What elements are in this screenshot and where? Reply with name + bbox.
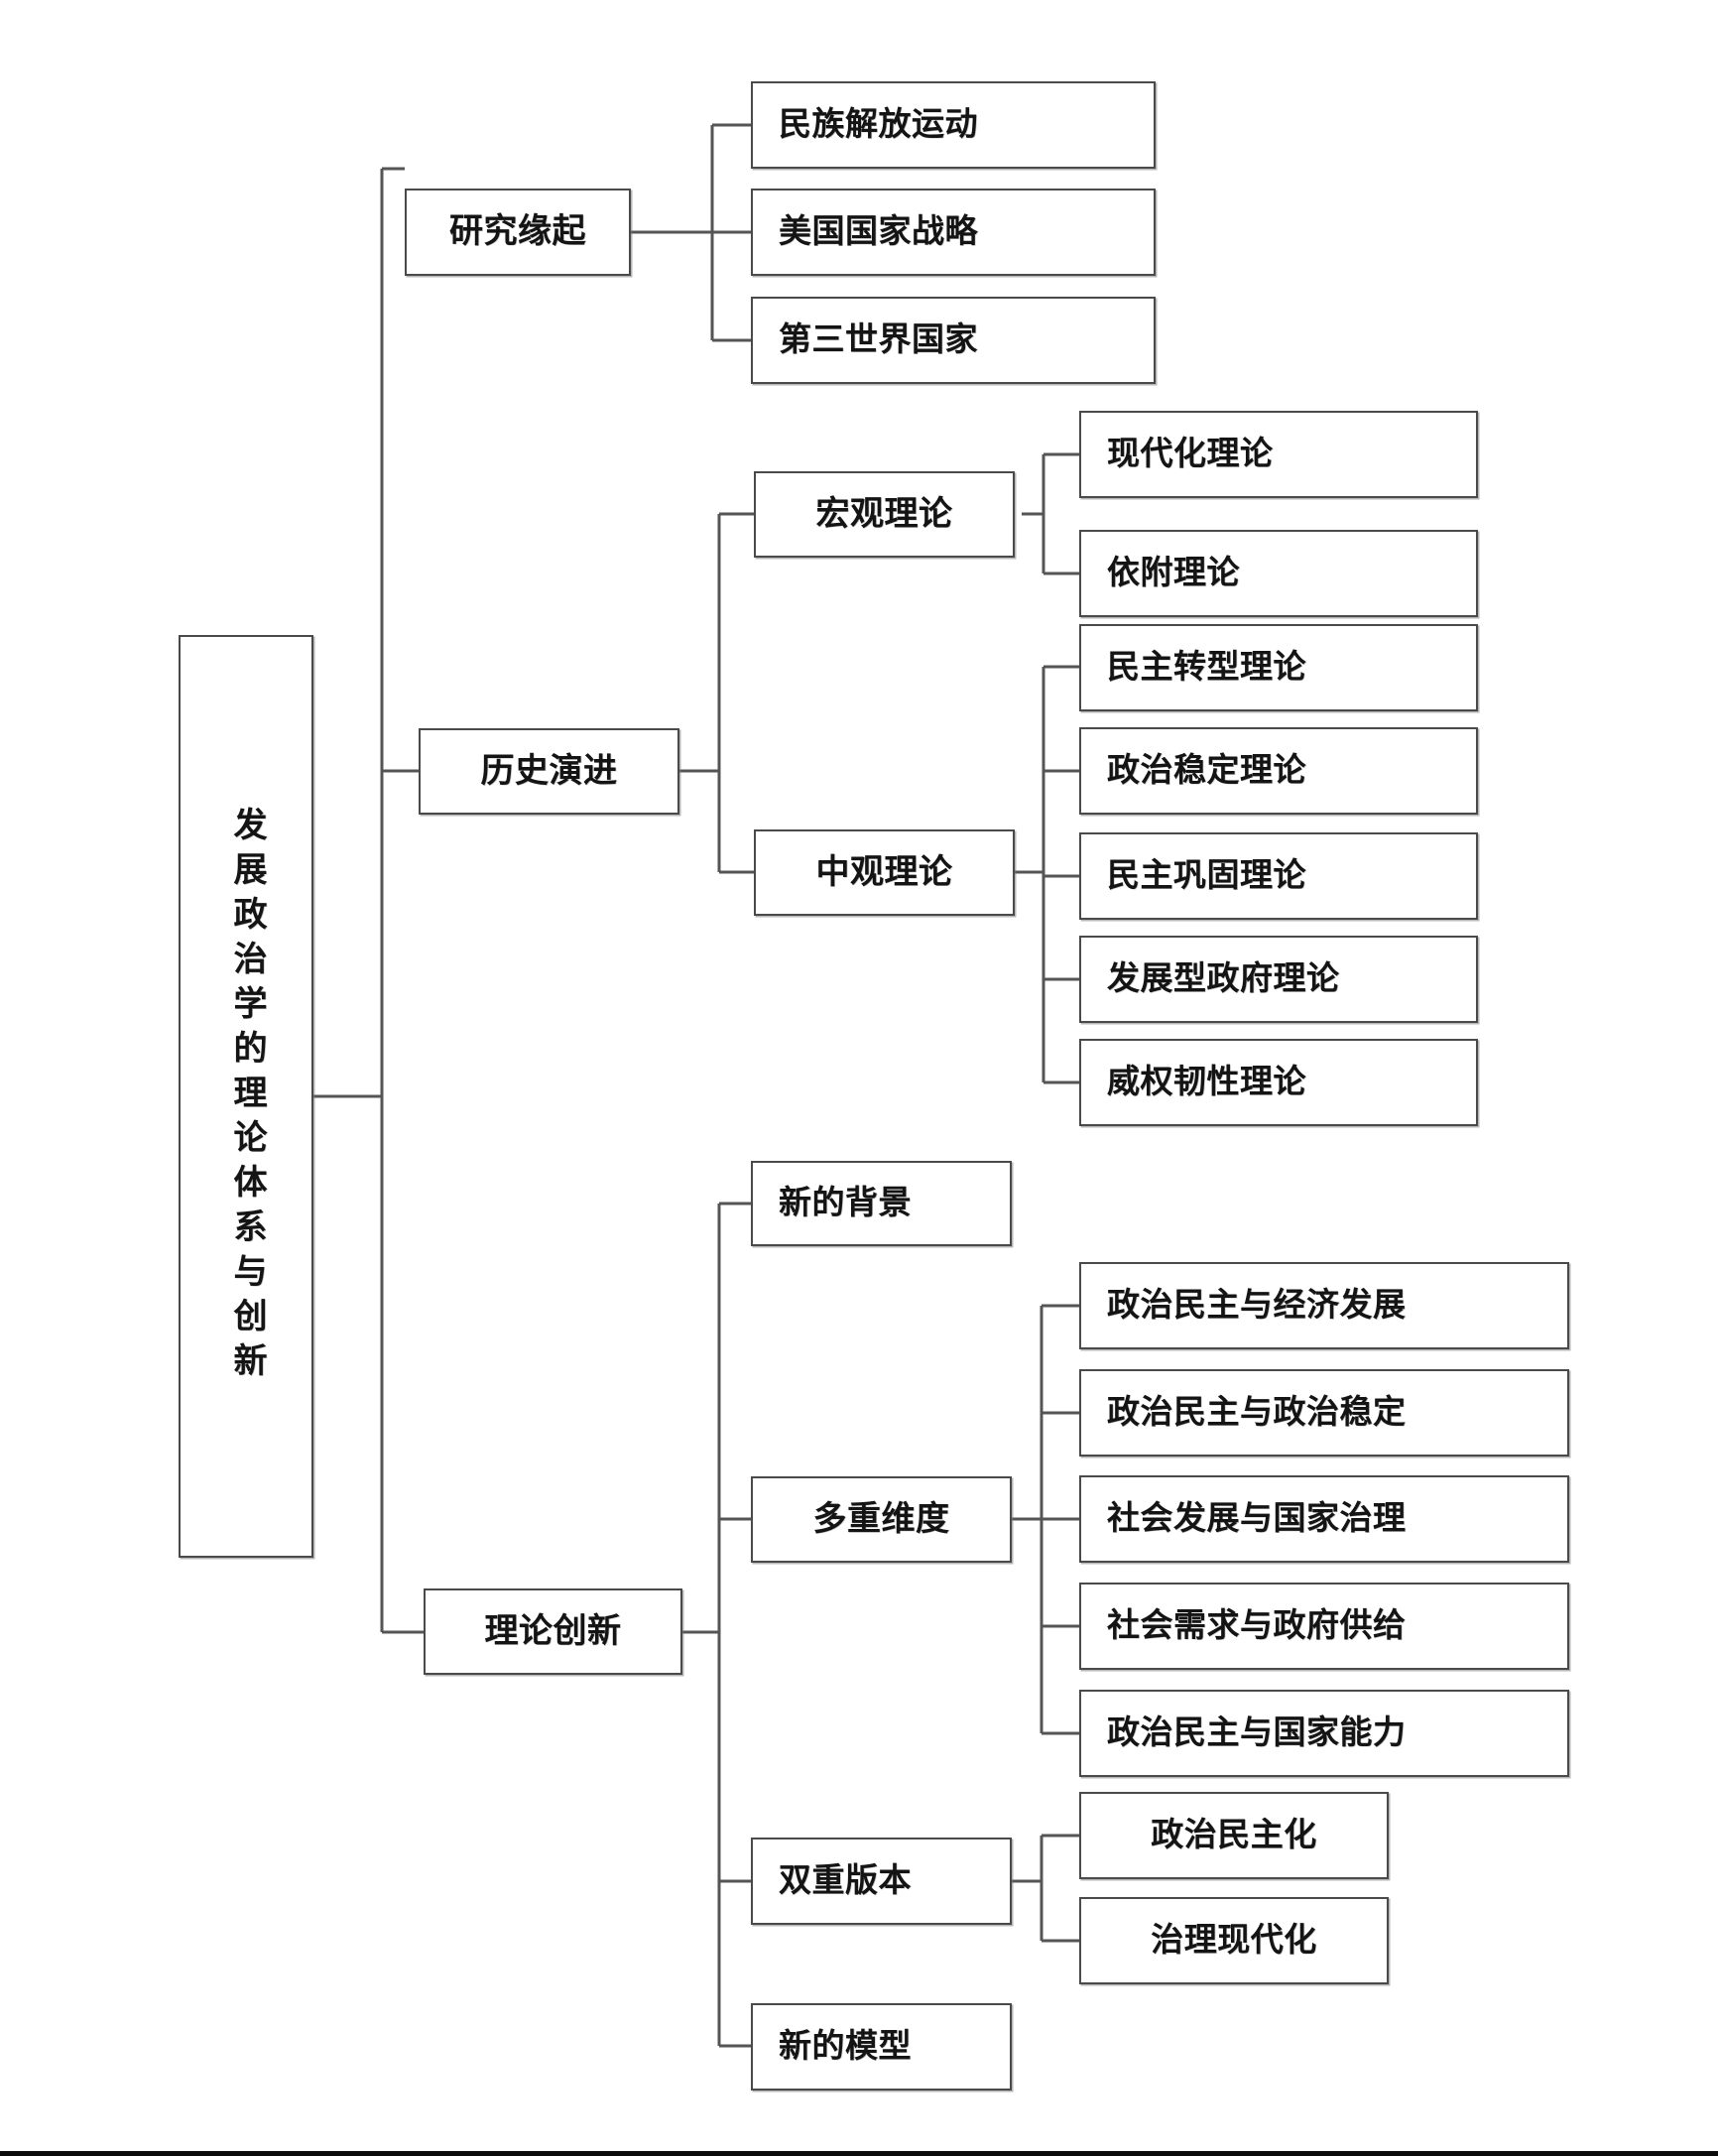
node-label: 政治民主与经济发展 [1107,1287,1407,1324]
node-label: 政治民主与国家能力 [1107,1714,1407,1751]
node-theoretical-innovation[interactable]: 理论创新 [424,1588,682,1675]
node-democracy-and-political-stability[interactable]: 政治民主与政治稳定 [1079,1369,1569,1457]
node-label: 新的模型 [779,2028,912,2065]
node-new-context[interactable]: 新的背景 [751,1161,1012,1246]
node-label: 新的背景 [779,1185,912,1221]
node-authoritarian-resilience-theory[interactable]: 威权韧性理论 [1079,1039,1478,1126]
node-political-stability-theory[interactable]: 政治稳定理论 [1079,727,1478,815]
node-label: 政治稳定理论 [1107,752,1306,789]
node-multiple-dimensions[interactable]: 多重维度 [751,1476,1012,1563]
node-label: 第三世界国家 [779,321,978,358]
node-multiple-dimensions-label: 多重维度 [812,1500,950,1538]
node-label: 依附理论 [1107,555,1240,591]
node-democratic-transition-theory[interactable]: 民主转型理论 [1079,624,1478,711]
node-meso-theory-label: 中观理论 [815,853,953,891]
node-macro-theory-label: 宏观理论 [815,495,953,533]
node-label: 民主巩固理论 [1107,857,1306,894]
node-macro-theory[interactable]: 宏观理论 [754,471,1015,558]
node-us-national-strategy[interactable]: 美国国家战略 [751,189,1156,276]
node-historical-evolution[interactable]: 历史演进 [419,728,679,815]
node-democracy-and-economic-development[interactable]: 政治民主与经济发展 [1079,1262,1569,1349]
node-root[interactable]: 发展政治学的理论体系与创新 [179,635,313,1558]
node-label: 民族解放运动 [779,106,978,143]
node-dual-versions[interactable]: 双重版本 [751,1838,1012,1925]
node-label: 美国国家战略 [779,213,978,250]
node-label: 民主转型理论 [1107,649,1306,686]
node-meso-theory[interactable]: 中观理论 [754,829,1015,916]
node-research-origin-label: 研究缘起 [449,213,586,251]
node-new-model[interactable]: 新的模型 [751,2003,1012,2091]
node-label: 双重版本 [779,1862,912,1899]
node-label: 发展型政府理论 [1107,960,1340,997]
node-theoretical-innovation-label: 理论创新 [484,1612,622,1650]
node-national-liberation-movement[interactable]: 民族解放运动 [751,81,1156,169]
node-label: 社会发展与国家治理 [1107,1500,1407,1537]
node-historical-evolution-label: 历史演进 [480,752,618,790]
node-label: 威权韧性理论 [1107,1064,1306,1100]
node-research-origin[interactable]: 研究缘起 [405,189,631,276]
node-political-democratization[interactable]: 政治民主化 [1079,1792,1389,1879]
node-label: 现代化理论 [1107,436,1274,472]
footer-rule [0,2151,1718,2156]
node-label: 治理现代化 [1151,1922,1317,1959]
node-social-development-and-state-governance[interactable]: 社会发展与国家治理 [1079,1475,1569,1563]
node-social-demand-and-government-supply[interactable]: 社会需求与政府供给 [1079,1583,1569,1670]
node-label: 社会需求与政府供给 [1107,1607,1407,1644]
node-dependency-theory[interactable]: 依附理论 [1079,530,1478,617]
node-label: 政治民主化 [1151,1817,1317,1853]
node-democracy-and-state-capacity[interactable]: 政治民主与国家能力 [1079,1690,1569,1777]
node-root-label: 发展政治学的理论体系与创新 [228,806,265,1387]
node-governance-modernization[interactable]: 治理现代化 [1079,1897,1389,1984]
node-developmental-state-theory[interactable]: 发展型政府理论 [1079,936,1478,1023]
node-democratic-consolidation-theory[interactable]: 民主巩固理论 [1079,832,1478,920]
node-label: 政治民主与政治稳定 [1107,1394,1407,1431]
node-third-world-countries[interactable]: 第三世界国家 [751,297,1156,384]
node-modernization-theory[interactable]: 现代化理论 [1079,411,1478,498]
